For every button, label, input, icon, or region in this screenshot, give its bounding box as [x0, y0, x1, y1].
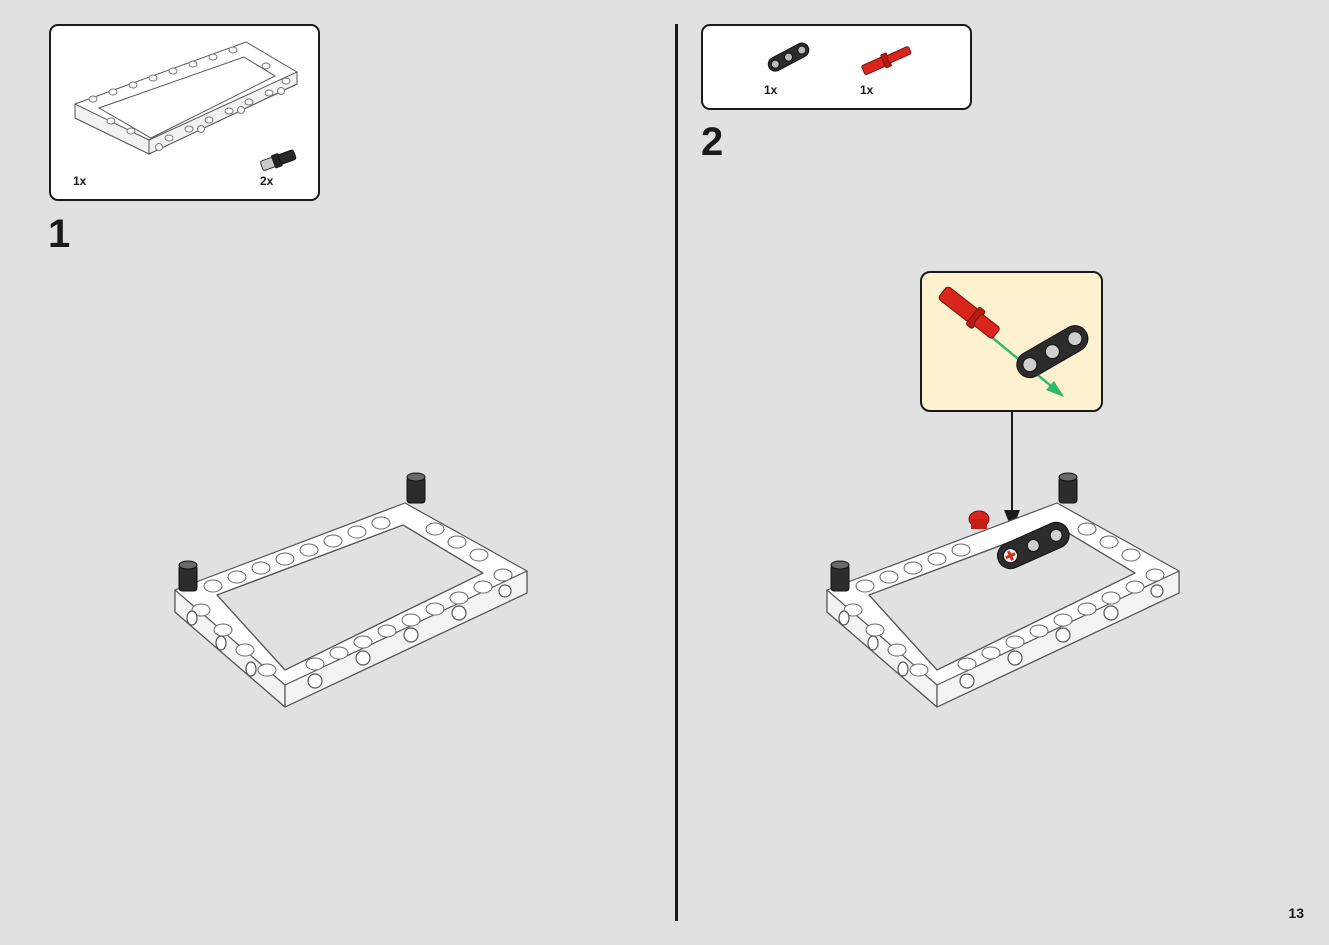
step2-frame-model — [826, 472, 1180, 708]
black-connector-pin-icon — [830, 472, 1078, 592]
step1-parts-box: 1x 2x — [49, 24, 320, 201]
step2-number: 2 — [701, 120, 724, 164]
black-connector-pin-icon — [260, 149, 297, 171]
step1-qty-frame: 1x — [73, 174, 87, 188]
black-beam-icon — [767, 42, 810, 72]
black-beam-icon — [1016, 325, 1089, 379]
page-divider — [675, 24, 678, 921]
white-frame-icon — [74, 41, 298, 155]
step1-number: 1 — [48, 212, 71, 256]
red-axle-pin-icon — [938, 286, 1000, 339]
red-axle-pin-icon — [861, 46, 912, 76]
step1-qty-pin: 2x — [260, 174, 274, 188]
step2-parts-box: 1x 1x — [701, 24, 972, 110]
step2-qty-beam: 1x — [764, 83, 778, 97]
callout-assembly — [938, 286, 1089, 397]
step2-callout — [920, 271, 1103, 412]
red-axle-pin-icon — [968, 510, 990, 529]
page-number: 13 — [1288, 905, 1304, 921]
step2-qty-pin: 1x — [860, 83, 874, 97]
black-connector-pin-icon — [178, 472, 426, 592]
black-beam-icon — [996, 521, 1070, 570]
step1-frame-model — [174, 472, 528, 708]
